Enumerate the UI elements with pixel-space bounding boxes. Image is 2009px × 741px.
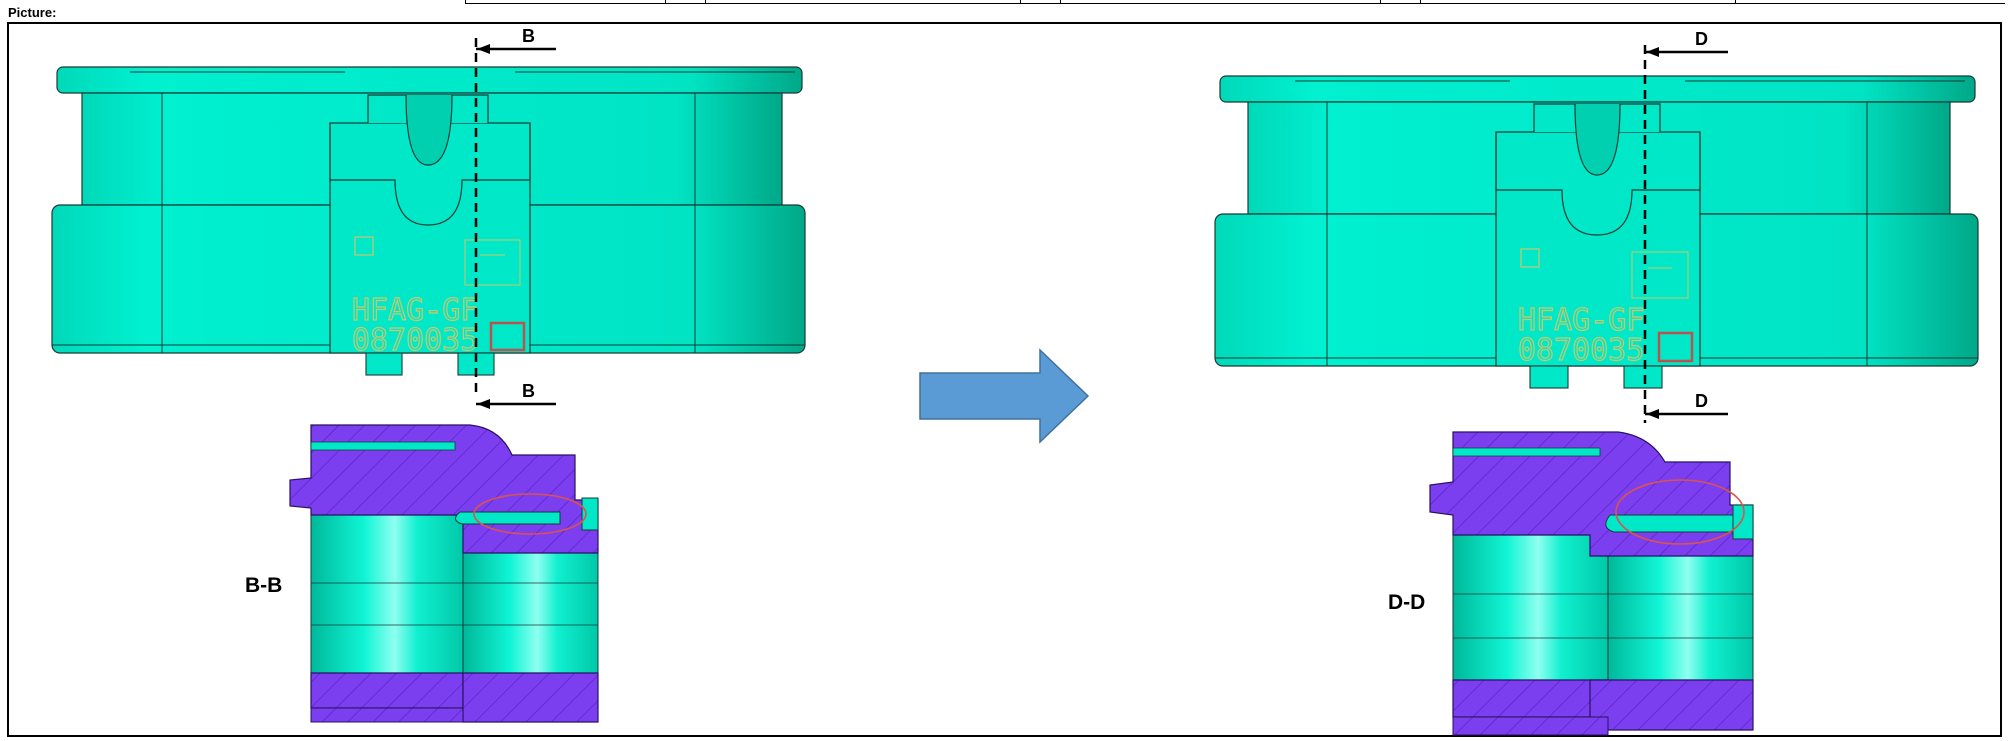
header-table-edge	[465, 0, 2005, 4]
before-cut-marker-bottom: B	[522, 381, 535, 401]
before-engraving-line1: HFAG-GF	[352, 293, 478, 328]
after-top-view: HFAG-GF 0870035	[1214, 75, 1979, 389]
picture-field-label: Picture:	[8, 5, 57, 20]
before-cut-line: B B	[474, 26, 556, 409]
before-section-view: B-B	[245, 424, 599, 723]
after-cut-marker-top: D	[1695, 29, 1708, 49]
picture-frame	[7, 22, 2002, 737]
before-cut-marker-top: B	[522, 26, 535, 46]
after-engraving-line1: HFAG-GF	[1518, 303, 1644, 338]
before-section-label: B-B	[245, 574, 282, 597]
after-section-view: D-D	[1388, 431, 1754, 736]
right-arrow-icon	[919, 348, 1090, 444]
before-top-view: HFAG-GF 0870035	[51, 66, 806, 376]
after-cut-marker-bottom: D	[1695, 391, 1708, 411]
after-cut-line: D D	[1643, 29, 1728, 423]
before-engraving-line2: 0870035	[352, 323, 478, 358]
after-engraving-line2: 0870035	[1518, 333, 1644, 368]
after-section-label: D-D	[1388, 591, 1425, 614]
